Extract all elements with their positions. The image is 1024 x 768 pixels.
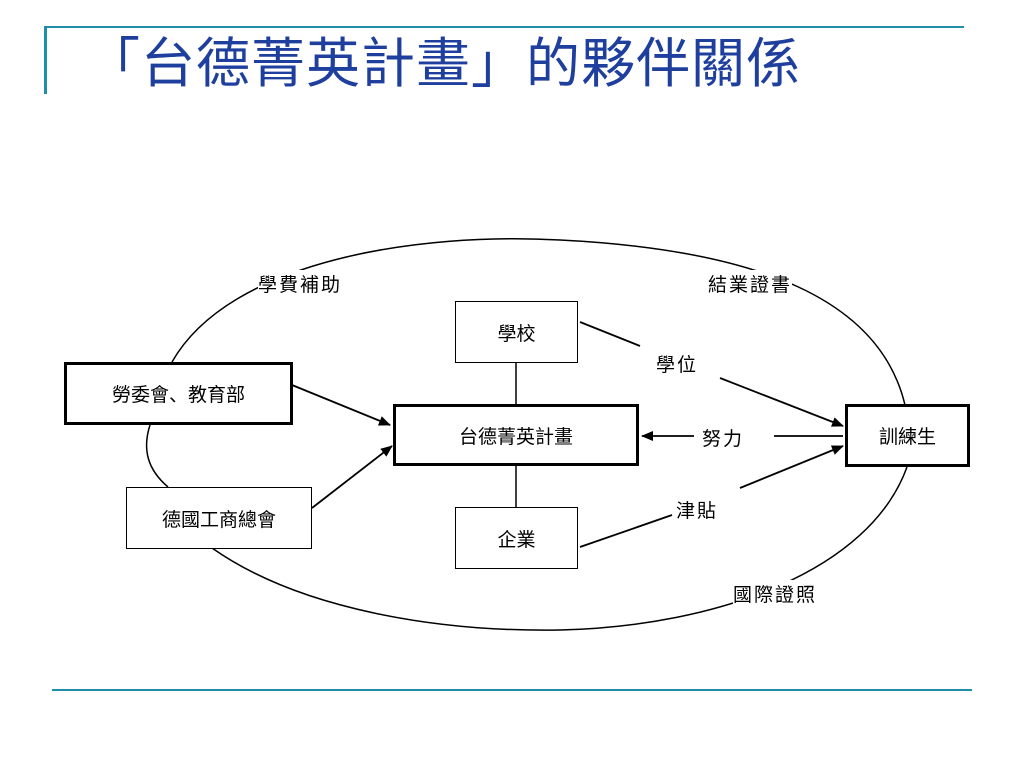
degree-arrow: [719, 377, 844, 427]
node-chamber: 德國工商總會: [126, 487, 312, 549]
node-trainee: 訓練生: [845, 404, 970, 467]
bottom-rule: [52, 689, 972, 691]
chamber-arrow: [311, 445, 393, 509]
node-ministry: 勞委會、教育部: [64, 362, 293, 425]
label-allowance: 津貼: [676, 496, 719, 523]
ellipse-arc-bottom: [211, 466, 908, 631]
node-school: 學校: [455, 301, 578, 363]
top-rule: [44, 26, 964, 28]
label-intl-cert: 國際證照: [733, 580, 818, 607]
slide-title: 「台德菁英計畫」的夥伴關係: [86, 32, 801, 95]
allowance-line-a: [579, 514, 673, 548]
label-degree: 學位: [656, 350, 699, 377]
label-effort: 努力: [702, 428, 745, 450]
node-program: 台德菁英計畫: [393, 404, 639, 466]
label-tuition: 學費補助: [258, 270, 343, 297]
node-enterprise: 企業: [455, 507, 578, 569]
label-certificate: 結業證書: [708, 270, 793, 297]
title-accent-bar: [44, 26, 47, 94]
allowance-arrow: [739, 445, 844, 489]
degree-line-a: [579, 321, 641, 347]
ministry-arrow: [291, 384, 391, 426]
ellipse-arc-left: [145, 424, 169, 488]
